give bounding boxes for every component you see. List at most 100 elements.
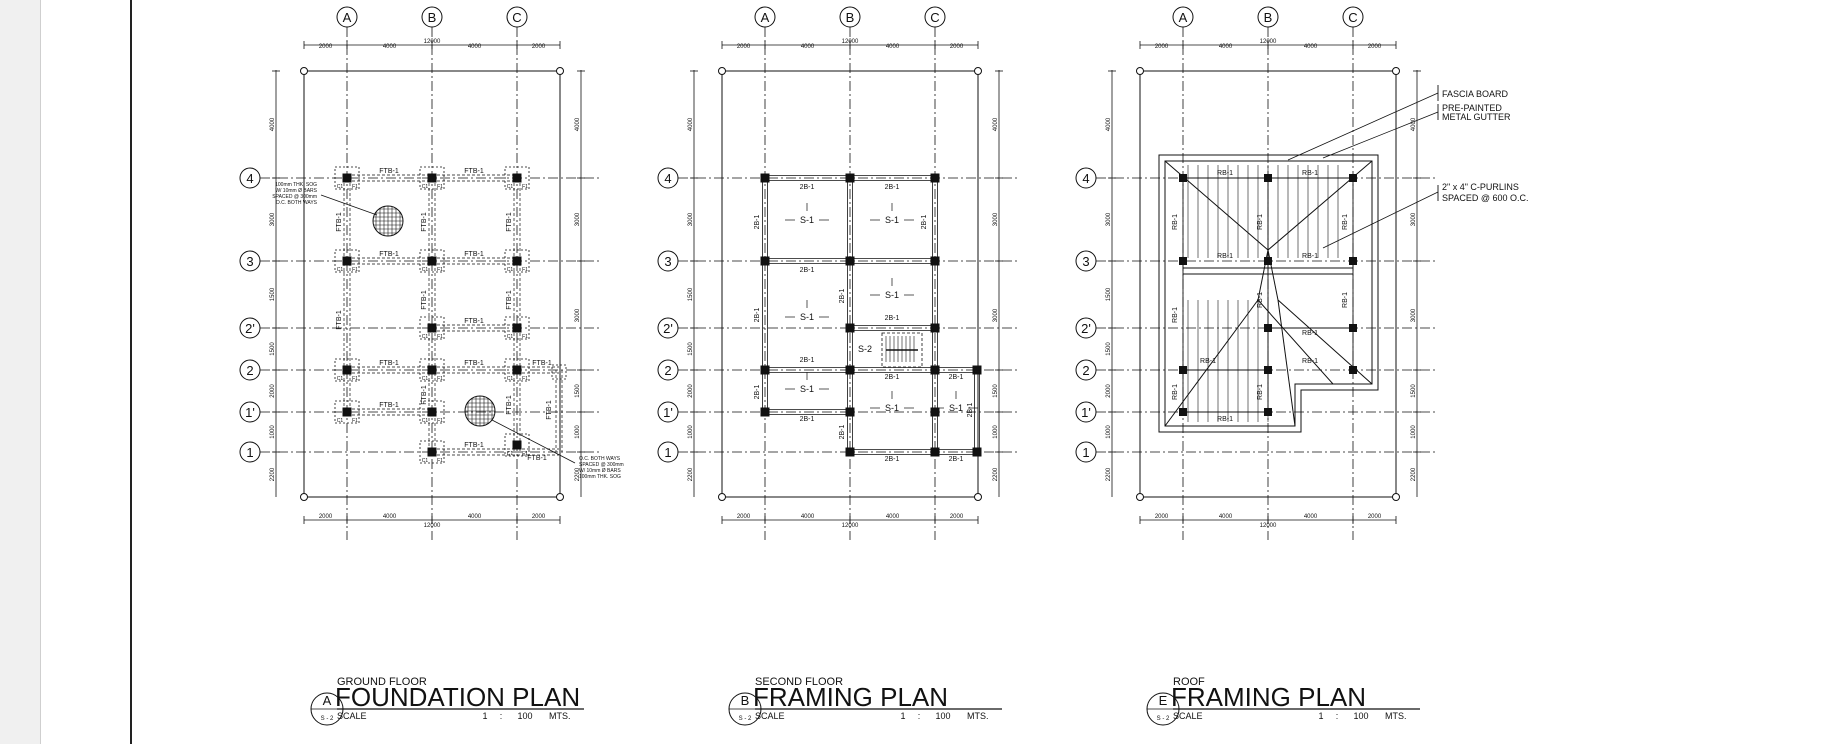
footing-outline [419, 440, 445, 464]
dimension-text: 4000 [801, 514, 815, 520]
grid-label-row: 2 [1082, 363, 1089, 378]
beam-tag: FTB-1 [464, 251, 484, 258]
column-tag: C1 [422, 334, 429, 340]
dimension-text: 4000 [688, 117, 694, 131]
dimension-text: 2200 [688, 467, 694, 481]
dimension-text: 1000 [1106, 425, 1112, 439]
column-pedestal [427, 407, 437, 417]
scale-ratio: 100 [517, 711, 532, 721]
roof-beam-tag: RB-1 [1257, 214, 1264, 230]
slab-tag: S-1 [885, 403, 899, 413]
footing-outline [419, 400, 445, 424]
leader-line [1322, 191, 1439, 249]
grid-label-column: A [1179, 10, 1188, 25]
grid-label-row: 3 [664, 254, 671, 269]
dimension-text: 4000 [1411, 117, 1417, 131]
column-tag: C1 [337, 267, 344, 273]
beam-tag: 2B-1 [800, 357, 815, 364]
column [1179, 174, 1187, 182]
plan-title: FRAMING PLAN [1171, 682, 1366, 712]
beam-tag: 2B-1 [800, 267, 815, 274]
column [1349, 366, 1357, 374]
column-pedestal [427, 256, 437, 266]
slab-note: SPACED @ 300mm [272, 194, 317, 200]
grid-label-column: C [1348, 10, 1357, 25]
grid-label-row: 1' [245, 405, 255, 420]
grid-label-column: B [428, 10, 437, 25]
beam-tag: FTB-1 [532, 360, 552, 367]
beam-tag: FTB-1 [379, 360, 399, 367]
footing-tag: F1 [522, 267, 528, 273]
dimension-text: 2000 [737, 514, 751, 520]
roof-beam-tag: RB-1 [1342, 214, 1349, 230]
column-tag: C1 [507, 376, 514, 382]
dimension-text: 1500 [688, 342, 694, 356]
roof-beam-tag: RB-1 [1257, 292, 1264, 308]
roof-beam-tag: RB-1 [1257, 384, 1264, 400]
grid-label-row: 3 [246, 254, 253, 269]
column-pedestal [512, 173, 522, 183]
column-pedestal [512, 323, 522, 333]
title-subheading: SECOND FLOOR [755, 676, 843, 688]
grid-label-row: 3 [1082, 254, 1089, 269]
footing-tag: F1 [522, 451, 528, 457]
column [930, 173, 940, 183]
grid-label-row: 2' [663, 321, 673, 336]
corner-marker [1392, 67, 1400, 75]
corner-marker [1392, 493, 1400, 501]
dimension-total: 12000 [842, 39, 859, 45]
dimension-text: 2000 [270, 384, 276, 398]
footing-tag: F1 [437, 184, 443, 190]
column-tag: C1 [507, 267, 514, 273]
scale-label: SCALE [755, 711, 785, 721]
title-callout-letter: A [323, 693, 332, 708]
roof-beam-tag: RB-1 [1302, 330, 1318, 337]
footing-outline [334, 358, 360, 382]
beam-tag: FTB-1 [464, 442, 484, 449]
dimension-text: 2000 [532, 514, 546, 520]
slab-tag: S-1 [800, 384, 814, 394]
footing-tag: F1 [352, 184, 358, 190]
column [760, 365, 770, 375]
grid-label-row: 1 [664, 445, 671, 460]
callout-purlins: SPACED @ 600 O.C. [1442, 193, 1529, 203]
grid-label-column: B [846, 10, 855, 25]
dimension-text: 1500 [1106, 342, 1112, 356]
column [845, 173, 855, 183]
dimension-text: 3000 [1411, 212, 1417, 226]
roof-beam-tag: RB-1 [1217, 170, 1233, 177]
dimension-text: 2000 [737, 44, 751, 50]
beam-tag: 2B-1 [885, 456, 900, 463]
scale-ratio: 1 [1318, 711, 1323, 721]
beam-tag: FTB-1 [527, 455, 547, 462]
hip-line [1277, 299, 1373, 385]
scale-unit: MTS. [967, 711, 989, 721]
dimension-text: 4000 [383, 44, 397, 50]
beam-tag: 2B-1 [885, 374, 900, 381]
roof-beam-tag: RB-1 [1217, 253, 1233, 260]
slab-note: O.C. BOTH WAYS [579, 456, 621, 462]
beam-tag: 2B-1 [967, 403, 974, 418]
title-callout-sheet: S - 2 [321, 716, 334, 722]
column [1179, 408, 1187, 416]
roof-beam-tag: RB-1 [1172, 384, 1179, 400]
corner-marker [718, 67, 726, 75]
grid-label-column: C [930, 10, 939, 25]
column-pedestal [427, 323, 437, 333]
footing-tag: F1 [437, 418, 443, 424]
footing-tag: F1 [352, 267, 358, 273]
tie-beam-tag: FTB-1 [421, 290, 428, 310]
dimension-text: 1000 [575, 425, 581, 439]
dimension-text: 2200 [1411, 467, 1417, 481]
hip-line [1257, 299, 1334, 385]
dimension-text: 1500 [688, 287, 694, 301]
dimension-text: 4000 [886, 514, 900, 520]
dimension-text: 4000 [1106, 117, 1112, 131]
corner-marker [556, 67, 564, 75]
callout-purlins: 2" x 4" C-PURLINS [1442, 182, 1519, 192]
footing-outline [504, 358, 530, 382]
column-pedestal [427, 447, 437, 457]
column-pedestal [512, 365, 522, 375]
column [1264, 257, 1272, 265]
